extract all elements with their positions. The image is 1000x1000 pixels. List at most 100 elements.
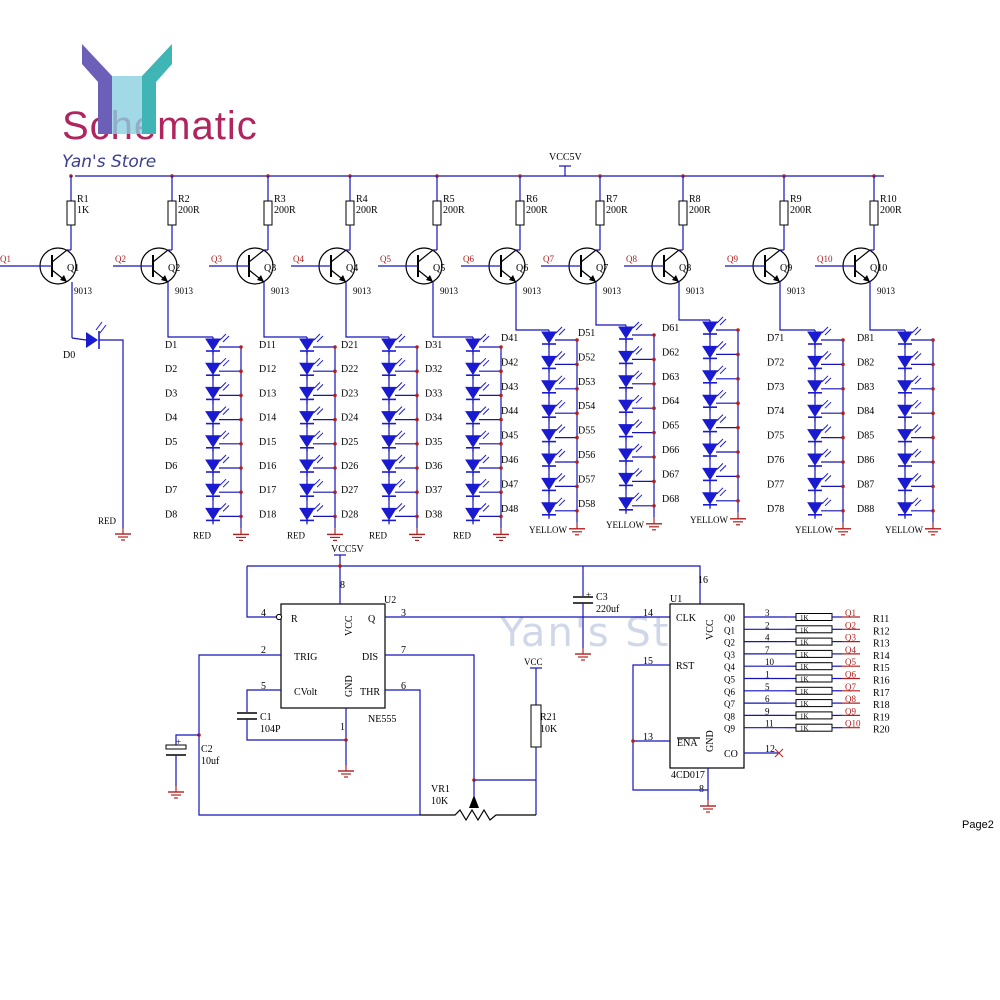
led-arrow <box>719 318 727 326</box>
led-arrow <box>316 335 324 343</box>
led-d18 <box>299 503 324 522</box>
led-d74 <box>807 399 832 419</box>
led-arrow <box>395 454 403 462</box>
led-ref-label: D42 <box>501 357 518 368</box>
led-arrow <box>911 326 919 334</box>
led-ref-label: D14 <box>259 413 276 424</box>
led-ref-label: D71 <box>767 333 784 344</box>
led-arrow <box>555 375 563 383</box>
transistor-collector <box>663 249 680 263</box>
resistor-ref-label: R2 <box>178 194 190 205</box>
led-arrow <box>911 399 919 407</box>
emitter-wire <box>595 282 626 326</box>
led-ref-label: D88 <box>857 504 874 515</box>
ne555-part: NE555 <box>368 714 396 725</box>
led-arrow <box>482 359 490 367</box>
led-ref-label: D26 <box>341 461 358 472</box>
led-d7 <box>205 478 230 498</box>
cathode-junction <box>841 362 845 367</box>
bank-ground <box>493 528 509 542</box>
cathode-junction <box>499 514 503 519</box>
transistor-ref-label: Q5 <box>433 263 445 274</box>
output-resistor-ref: R15 <box>873 663 890 674</box>
led-arrow <box>632 321 640 329</box>
led-ref-label: D38 <box>425 509 442 520</box>
led-triangle <box>205 459 221 472</box>
collector-resistor-body <box>869 200 879 226</box>
led-d28 <box>381 503 406 522</box>
led-arrow <box>821 448 829 456</box>
led-triangle <box>702 394 718 408</box>
led-arrow <box>824 450 832 458</box>
led-triangle <box>381 386 397 400</box>
vcc5v-label-555: VCC5V <box>331 544 365 555</box>
resistor-ref-label: R7 <box>606 194 618 205</box>
transistor-ref-label: Q7 <box>596 263 608 274</box>
led-ref-label: D55 <box>578 426 595 437</box>
d0-wire <box>99 339 124 528</box>
led-ref-label: D87 <box>857 479 874 490</box>
led-arrow <box>555 424 563 431</box>
base-net-label: Q7 <box>543 254 554 264</box>
led-d51 <box>618 321 643 340</box>
led-triangle <box>381 435 397 448</box>
logo-stem <box>112 76 142 134</box>
led-ref-label: D74 <box>767 406 784 417</box>
led-arrow <box>558 401 566 409</box>
led-arrow <box>219 333 227 341</box>
led-d38 <box>465 503 490 522</box>
led-d0 <box>86 321 107 349</box>
led-triangle <box>465 507 481 521</box>
led-arrow <box>632 394 640 402</box>
led-ref-label: D64 <box>662 396 679 407</box>
output-resistor-value: 1K <box>800 688 809 696</box>
led-d48 <box>541 497 566 516</box>
vr1-ref: VR1 <box>431 784 450 795</box>
led-ref-label: D65 <box>662 421 679 432</box>
cd4017-out-q5: Q5 <box>724 675 735 685</box>
led-triangle <box>618 497 634 510</box>
led-triangle <box>299 435 315 448</box>
emitter-arrow <box>672 275 679 282</box>
bank-ground <box>409 528 425 542</box>
led-d17 <box>299 478 324 498</box>
led-d34 <box>465 406 490 425</box>
led-arrow <box>555 473 563 480</box>
led-triangle <box>86 332 98 348</box>
cathode-junction <box>931 338 935 342</box>
led-triangle <box>299 459 315 472</box>
resistor-ref-label: R4 <box>356 194 368 205</box>
bank-color-label: RED <box>287 530 306 540</box>
led-arrow <box>219 454 227 462</box>
led-ref-label: D57 <box>578 474 595 485</box>
cathode-junction <box>931 411 935 416</box>
cathode-junction <box>239 514 243 519</box>
base-net-label: Q1 <box>0 254 11 264</box>
led-triangle <box>465 411 481 424</box>
led-ref-label: D44 <box>501 406 518 417</box>
led-arrow <box>911 424 919 431</box>
cd4017-pin-clk: CLK <box>676 613 697 624</box>
pin-number: 14 <box>643 608 653 619</box>
bank-color-label: YELLOW <box>795 525 833 535</box>
led-d56 <box>618 443 643 462</box>
led-arrow <box>398 456 406 464</box>
cathode-junction <box>931 460 935 464</box>
led-d24 <box>381 406 406 425</box>
led-ref-label: D3 <box>165 388 177 399</box>
led-ref-label: D36 <box>425 461 442 472</box>
led-triangle <box>618 472 634 486</box>
cathode-junction <box>575 435 579 440</box>
led-ref-label: D85 <box>857 431 874 442</box>
led-arrow <box>555 399 563 407</box>
emitter-arrow <box>339 275 346 282</box>
led-arrow <box>824 377 832 385</box>
led-arrow <box>219 406 227 413</box>
led-arrow <box>719 343 727 350</box>
led-arrow <box>222 359 230 367</box>
cathode-junction <box>652 455 656 459</box>
base-net-label: Q8 <box>626 254 637 264</box>
led-arrow <box>479 454 487 462</box>
led-arrow <box>716 463 724 470</box>
led-arrow <box>824 328 832 336</box>
